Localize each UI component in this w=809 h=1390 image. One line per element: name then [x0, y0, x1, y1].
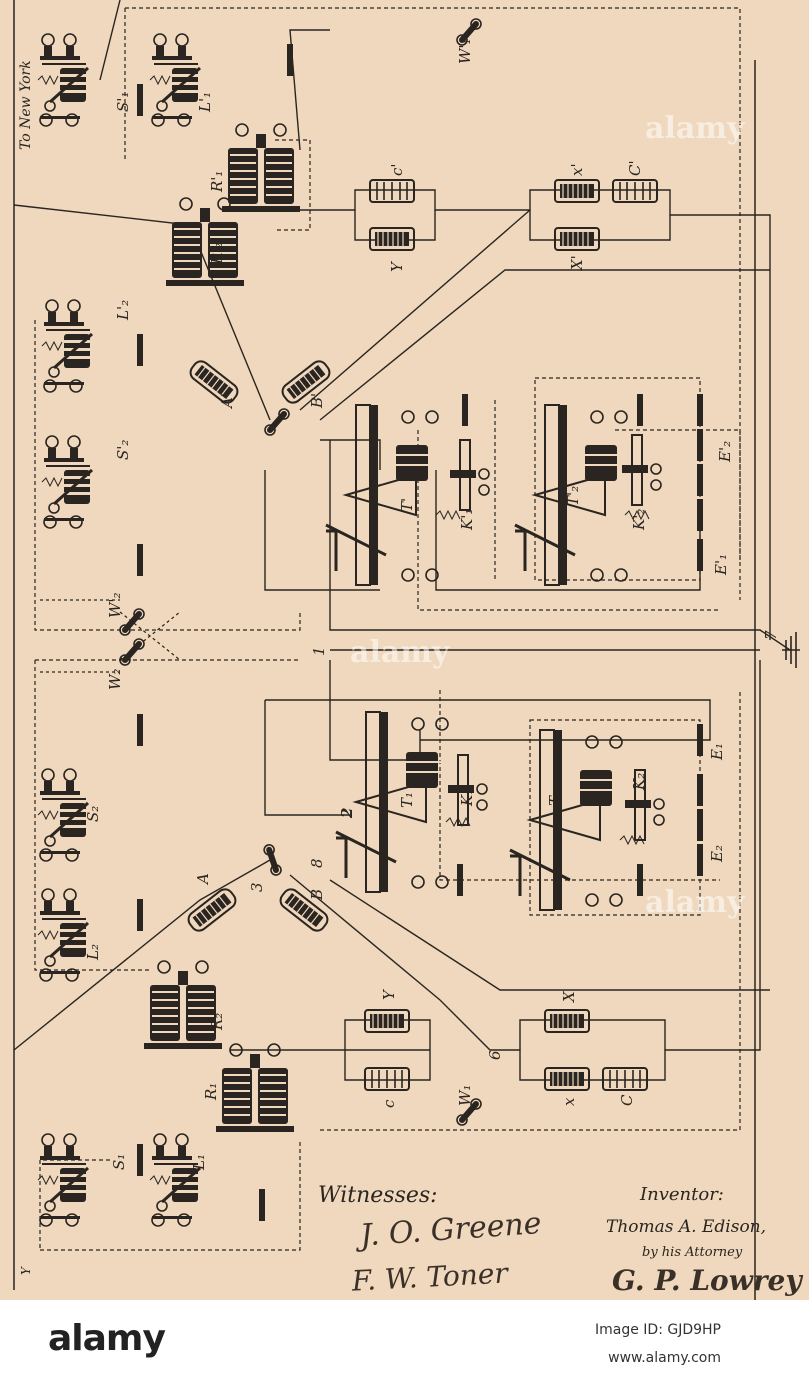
label-x-small: x — [560, 1097, 578, 1106]
label-tp: T' — [398, 498, 416, 512]
label-s2p: S'₂ — [114, 440, 132, 460]
battery-lower-6 — [637, 864, 643, 896]
label-e1: E₁ — [708, 743, 726, 761]
label-bp: B' — [308, 393, 326, 409]
label-ap: A' — [218, 393, 236, 410]
footer-url: www.alamy.com — [608, 1350, 721, 1366]
label-k2p: K'₂ — [630, 509, 648, 531]
label-r1p: R'₁ — [208, 171, 226, 193]
label-cp-big: C' — [626, 160, 644, 176]
label-t1: T₁ — [398, 792, 416, 808]
battery-lower-4 — [259, 1189, 265, 1221]
label-x: X — [560, 990, 578, 1003]
label-r2p: R'₂ — [208, 243, 226, 265]
battery-e1-prime — [697, 539, 703, 571]
label-node-3: 3 — [248, 882, 266, 892]
condenser-c — [365, 1068, 409, 1090]
battery-upper-5 — [637, 394, 643, 426]
label-e2: E₂ — [708, 845, 726, 863]
label-l1p: L'₁ — [196, 92, 214, 113]
footer-logo: alamy — [48, 1318, 165, 1359]
label-node-2: 2 — [338, 808, 356, 819]
label-node-1: 1 — [310, 646, 328, 656]
label-node-6: 6 — [486, 1050, 504, 1060]
watermark-middle: alamy — [350, 635, 451, 670]
battery-e2 — [697, 774, 703, 876]
label-r1: R₁ — [202, 1083, 220, 1101]
label-e1p: E'₁ — [712, 554, 730, 576]
label-xp: x' — [568, 163, 586, 176]
label-destination: To New York — [18, 60, 34, 150]
label-xp-big: X' — [568, 255, 586, 271]
label-e2p: E'₂ — [716, 441, 734, 463]
battery-upper-1 — [137, 334, 143, 366]
battery-upper-2 — [137, 84, 143, 116]
label-s1p: S'₁ — [114, 92, 132, 112]
footer-image-id: Image ID: GJD9HP — [595, 1322, 721, 1338]
label-w2: W₂ — [106, 669, 124, 690]
battery-upper-3 — [287, 44, 293, 76]
label-c-big: C — [618, 1094, 636, 1106]
label-l2: L₂ — [84, 944, 102, 961]
label-node-8: 8 — [308, 858, 326, 868]
label-a: A — [194, 873, 212, 886]
witnesses-heading: Witnesses: — [318, 1183, 438, 1208]
battery-lower-5 — [457, 864, 463, 896]
battery-lower-1 — [137, 714, 143, 746]
attorney-name: G. P. Lowrey — [612, 1264, 803, 1297]
battery-lower-3 — [137, 1144, 143, 1176]
watermark-upper: alamy — [645, 111, 746, 146]
attorney-byline: by his Attorney — [642, 1245, 743, 1260]
label-w1p: W'₁ — [456, 38, 474, 64]
label-s2: S₂ — [84, 806, 102, 822]
inventor-heading: Inventor: — [639, 1184, 724, 1205]
battery-upper-6 — [137, 544, 143, 576]
label-k1: K₁ — [458, 789, 476, 807]
condenser-c-prime-big — [613, 180, 657, 202]
label-t2p: T'₂ — [564, 486, 582, 506]
label-w1: W₁ — [456, 1085, 474, 1106]
label-l1: L₁ — [190, 1154, 208, 1171]
label-c: c — [380, 1099, 398, 1108]
label-node-7: 7 — [762, 630, 780, 640]
label-edge-mark: Y — [19, 1266, 33, 1275]
circuit-diagram: alamy alamy alamy To New York Y S'₁ L'₁ … — [0, 0, 809, 1300]
label-k2: K₂ — [630, 773, 648, 791]
battery-lower-2 — [137, 899, 143, 931]
condenser-c-big — [603, 1068, 647, 1090]
label-t2: T₂ — [546, 790, 564, 806]
label-s1: S₁ — [110, 1154, 128, 1170]
label-b: B — [308, 889, 326, 901]
label-cp: c' — [388, 163, 406, 176]
label-w2p: W'₂ — [106, 592, 124, 618]
condenser-c-prime — [370, 180, 414, 202]
label-r2: R₂ — [208, 1013, 226, 1031]
label-k1p: K'₁ — [458, 509, 476, 531]
label-l2p: L'₂ — [114, 300, 132, 321]
patent-drawing-sheet: alamy alamy alamy To New York Y S'₁ L'₁ … — [0, 0, 809, 1300]
inventor-name: Thomas A. Edison, — [606, 1217, 766, 1237]
watermark-lower: alamy — [645, 885, 746, 920]
battery-upper-4 — [462, 394, 468, 426]
battery-e1 — [697, 724, 703, 756]
